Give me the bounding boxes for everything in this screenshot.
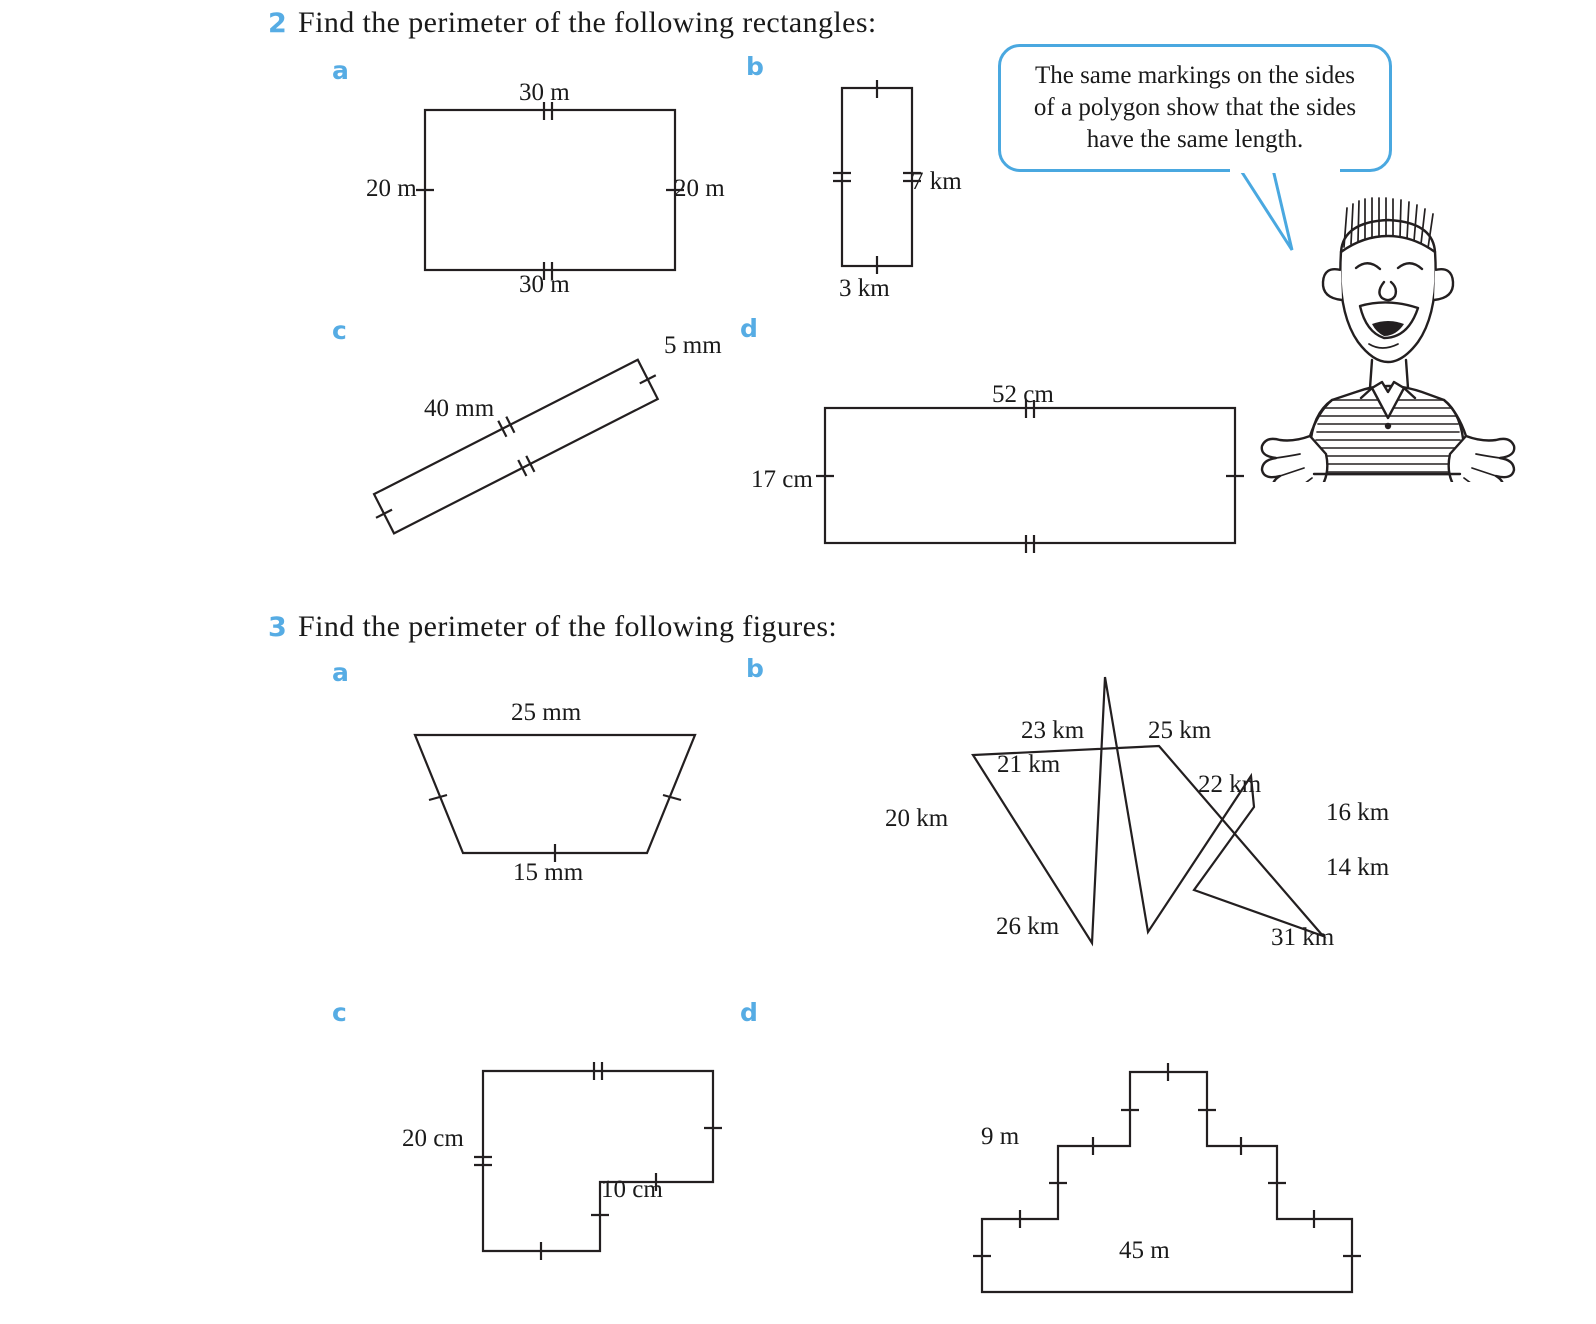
question-2-text: Find the perimeter of the following rect… bbox=[298, 6, 877, 39]
part-label-3a: a bbox=[332, 658, 349, 687]
label-3d-base: 45 m bbox=[1119, 1237, 1170, 1264]
label-2a-right: 20 m bbox=[674, 175, 725, 202]
label-2c-long-side: 40 mm bbox=[424, 395, 495, 422]
figure-2a-rectangle bbox=[416, 102, 684, 280]
info-callout-text: The same markings on the sides of a poly… bbox=[1020, 56, 1370, 160]
label-3b-peak-left: 23 km bbox=[1021, 717, 1085, 744]
figure-3b-crown-polygon bbox=[971, 676, 1327, 947]
figure-2b-rectangle bbox=[833, 80, 921, 274]
part-label-2c: c bbox=[332, 316, 347, 345]
label-3b-inner-left: 21 km bbox=[997, 751, 1061, 778]
part-label-3c: c bbox=[332, 998, 347, 1027]
label-3d-step-riser: 9 m bbox=[981, 1123, 1020, 1150]
callout-line-3: have the same length. bbox=[1086, 126, 1304, 153]
label-2b-bottom: 3 km bbox=[839, 275, 890, 302]
figure-3c-l-shape bbox=[474, 1062, 722, 1260]
label-2a-top: 30 m bbox=[519, 79, 570, 106]
part-label-2d: d bbox=[740, 314, 758, 343]
question-3-text: Find the perimeter of the following figu… bbox=[298, 610, 838, 643]
label-3b-bottom-left: 26 km bbox=[996, 913, 1060, 940]
label-2c-short-side: 5 mm bbox=[664, 332, 722, 359]
question-2-heading: 2 Find the perimeter of the following re… bbox=[268, 6, 877, 40]
figure-3a-trapezium bbox=[413, 733, 697, 862]
callout-tail-icon bbox=[1230, 160, 1340, 251]
label-2d-top: 52 cm bbox=[992, 381, 1054, 408]
question-3-heading: 3 Find the perimeter of the following fi… bbox=[268, 610, 837, 644]
part-label-3b: b bbox=[746, 654, 764, 683]
label-2d-left: 17 cm bbox=[751, 466, 813, 493]
figure-2d-rectangle bbox=[816, 400, 1244, 553]
figure-3d-stepped-pyramid bbox=[973, 1063, 1361, 1294]
figure-2c-rotated-rectangle bbox=[372, 358, 660, 535]
question-3-number: 3 bbox=[268, 612, 287, 643]
callout-line-2: of a polygon show that the sides bbox=[1033, 94, 1357, 121]
question-2-number: 2 bbox=[268, 8, 287, 39]
callout-line-1: The same markings on the sides bbox=[1034, 62, 1356, 89]
label-3c-left: 20 cm bbox=[402, 1125, 464, 1152]
label-3b-right-upper: 16 km bbox=[1326, 799, 1390, 826]
label-2a-left: 20 m bbox=[366, 175, 417, 202]
label-3b-peak-right: 25 km bbox=[1148, 717, 1212, 744]
part-label-2b: b bbox=[746, 52, 764, 81]
label-3a-top: 25 mm bbox=[511, 699, 582, 726]
info-callout-bubble: The same markings on the sides of a poly… bbox=[998, 44, 1392, 172]
part-label-2a: a bbox=[332, 56, 349, 85]
label-3b-left: 20 km bbox=[885, 805, 949, 832]
cartoon-boy-illustration bbox=[1260, 197, 1516, 482]
part-label-3d: d bbox=[740, 998, 758, 1027]
label-3b-right-lower: 14 km bbox=[1326, 854, 1390, 881]
label-3a-bottom: 15 mm bbox=[513, 859, 584, 886]
